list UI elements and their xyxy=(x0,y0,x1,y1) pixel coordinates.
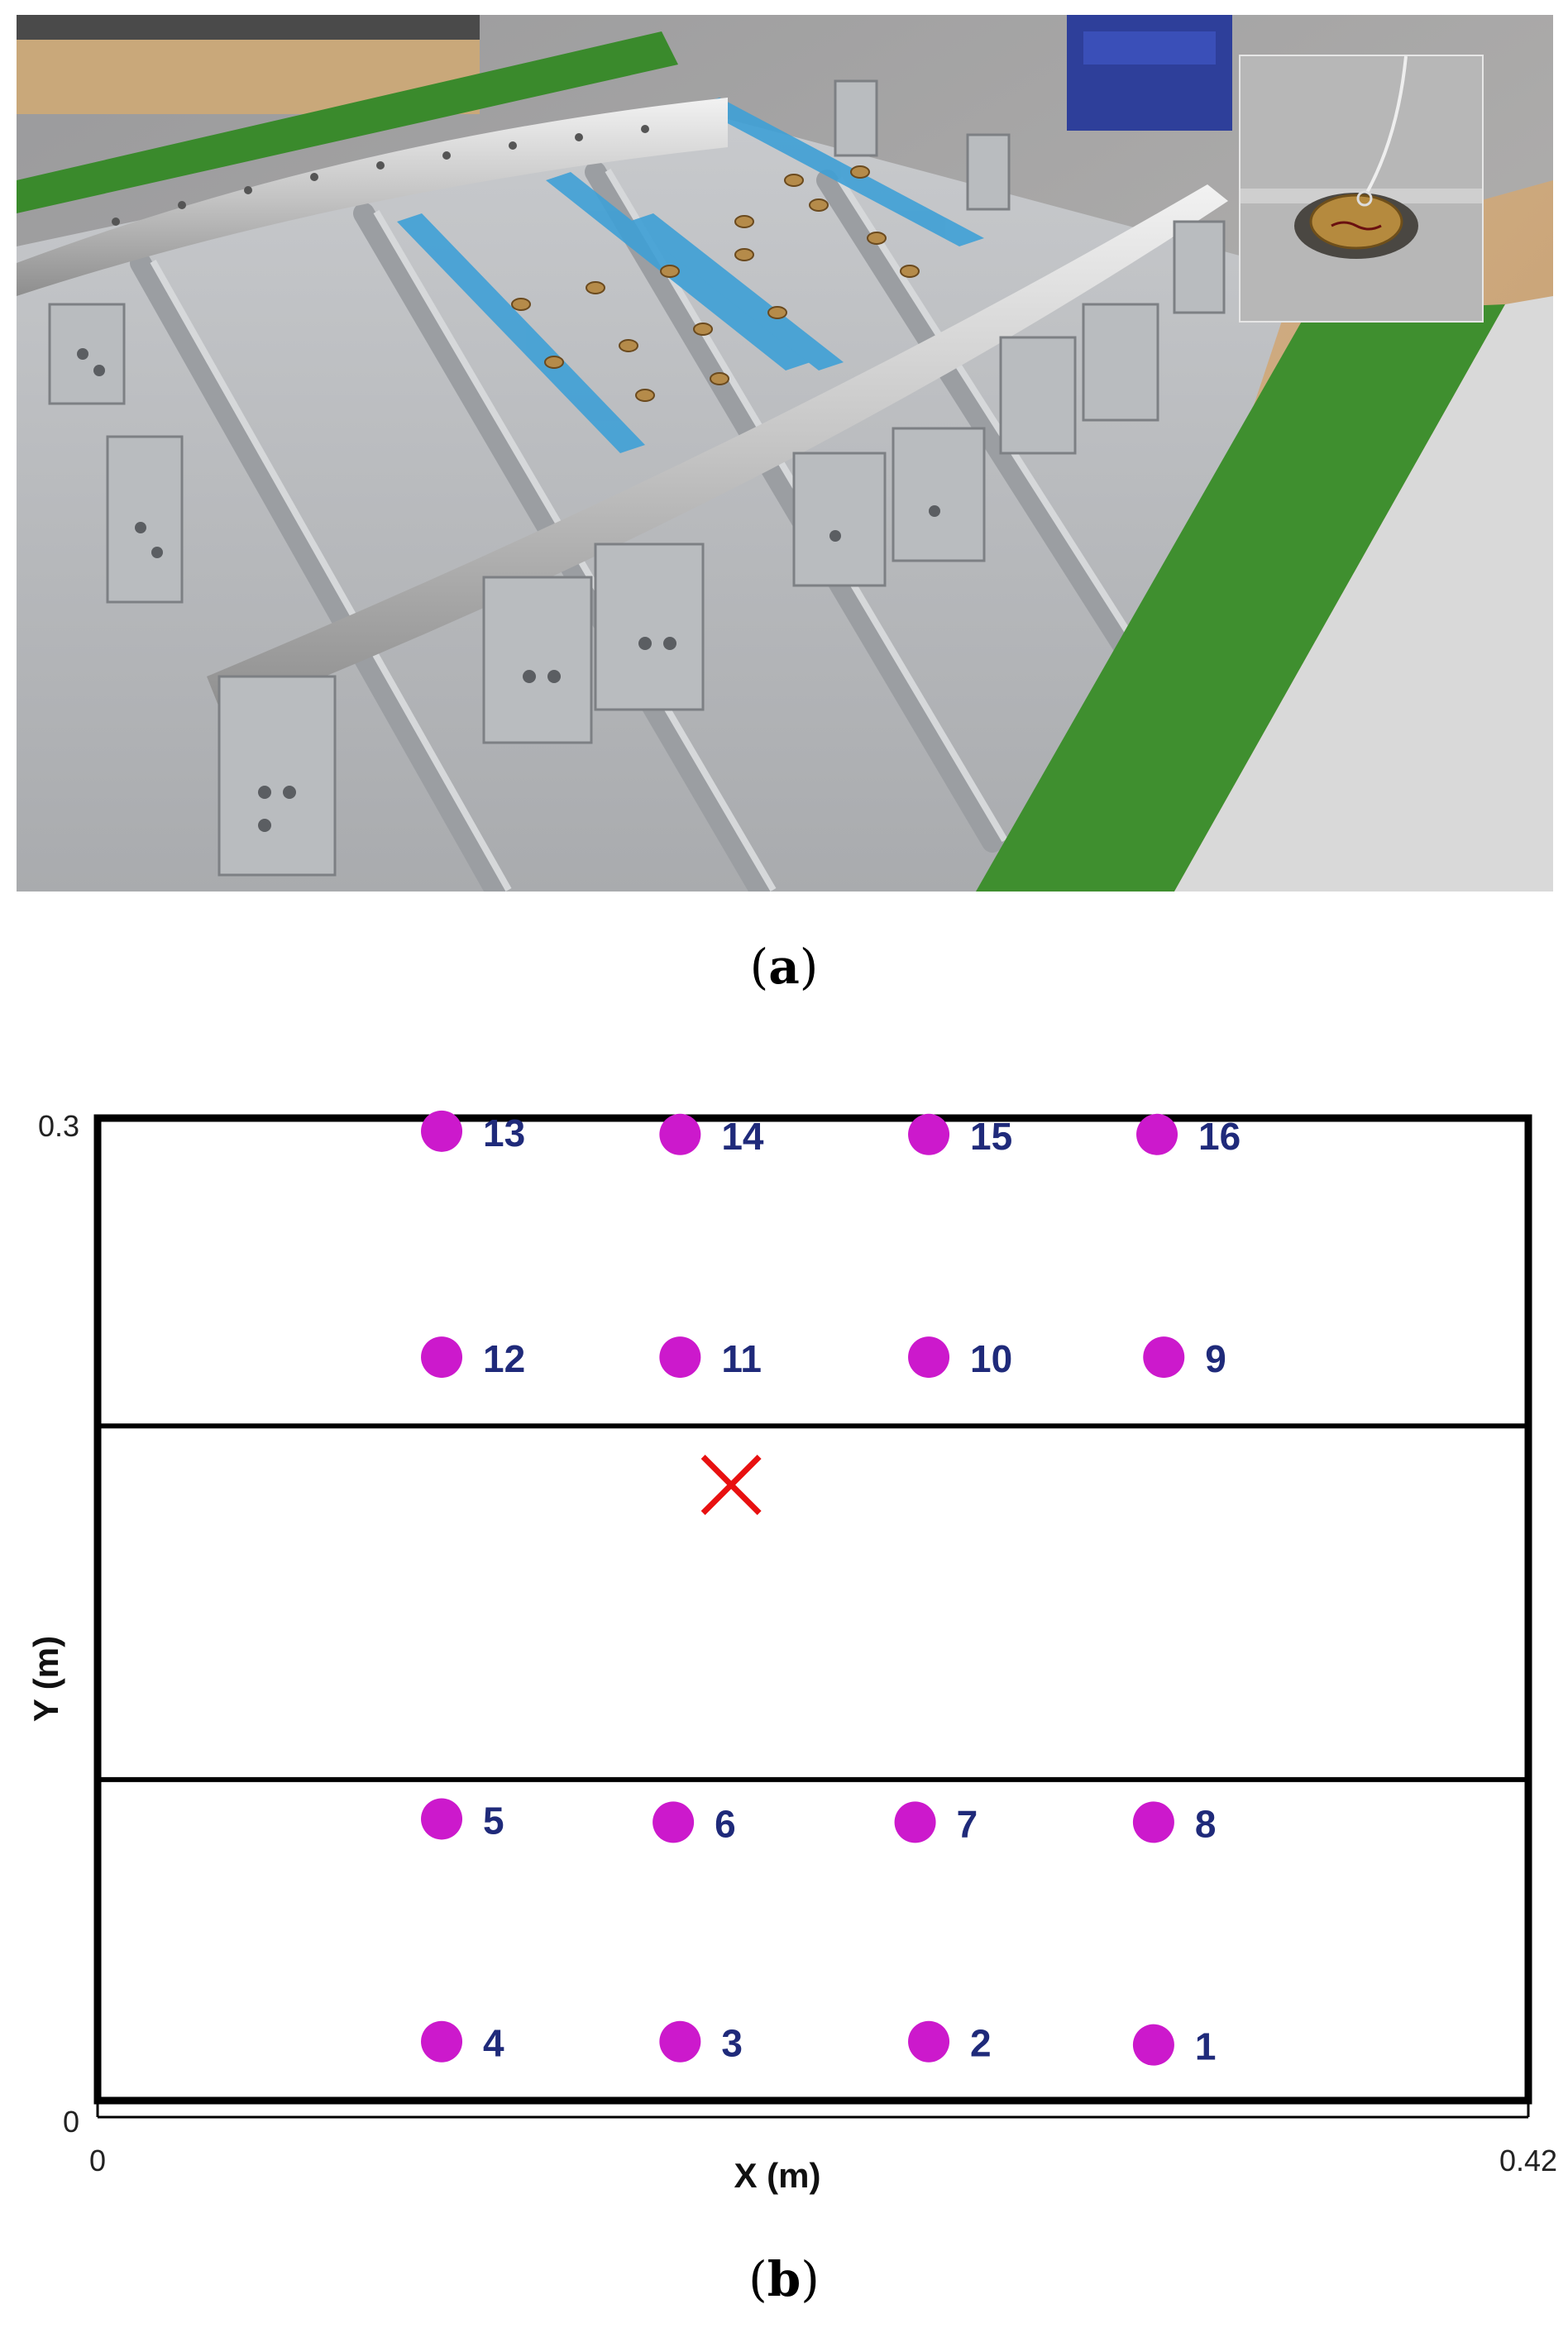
sensor-dot xyxy=(659,1113,701,1155)
sensor-label: 6 xyxy=(715,1802,736,1845)
sensor-label: 15 xyxy=(970,1115,1012,1158)
sensor-dot xyxy=(908,1336,950,1379)
sensor-9: 9 xyxy=(1143,1336,1226,1380)
sensor-label: 5 xyxy=(483,1799,504,1842)
sensor-15: 15 xyxy=(908,1113,1012,1158)
sensor-13: 13 xyxy=(421,1110,525,1154)
sensor-label: 8 xyxy=(1195,1802,1217,1845)
sensor-12: 12 xyxy=(421,1336,525,1380)
sensor-dot xyxy=(421,2020,463,2063)
sensor-label: 4 xyxy=(483,2022,504,2065)
y-tick-label: 0 xyxy=(63,2105,79,2139)
x-tick-label: 0 xyxy=(89,2144,106,2177)
sensor-dot xyxy=(908,2020,950,2063)
sensor-dot xyxy=(908,1113,950,1155)
sensor-dot xyxy=(653,1801,695,1843)
y-tick-label: 0.3 xyxy=(38,1109,79,1143)
stiffened-panel-photo xyxy=(17,15,1553,892)
sensor-dot xyxy=(421,1336,463,1379)
sensor-label: 16 xyxy=(1198,1115,1241,1158)
sensor-3: 3 xyxy=(659,2020,743,2065)
sensor-dot xyxy=(659,2020,701,2063)
sensor-label: 12 xyxy=(483,1337,525,1380)
sensor-16: 16 xyxy=(1136,1113,1241,1158)
sensor-5: 5 xyxy=(421,1798,504,1842)
panel-a-caption-letter: a xyxy=(768,939,800,995)
sensor-2: 2 xyxy=(908,2020,992,2065)
sensor-label: 7 xyxy=(957,1802,978,1845)
sensor-label: 10 xyxy=(970,1337,1012,1380)
sensor-dot xyxy=(659,1336,701,1379)
sensor-label: 11 xyxy=(721,1337,762,1380)
sensor-label: 2 xyxy=(970,2022,992,2065)
panel-a-caption: (a) xyxy=(749,939,819,995)
y-axis-title: Y (m) xyxy=(26,1636,65,1722)
piezo-sensor-closeup xyxy=(1239,55,1484,323)
sensor-dot xyxy=(1136,1113,1178,1155)
panel-border xyxy=(93,1114,1532,2105)
x-tick-label: 0.42 xyxy=(1499,2144,1557,2177)
impact-x-stroke xyxy=(700,1455,762,1515)
sensor-label: 13 xyxy=(483,1111,525,1154)
sensor-dot xyxy=(1143,1336,1185,1379)
x-axis-title: X (m) xyxy=(734,2156,821,2195)
sensor-dot xyxy=(421,1798,463,1840)
axis-ticks: 0 0.42 0 0.3 xyxy=(38,1109,1557,2177)
sensor-10: 10 xyxy=(908,1336,1012,1380)
closeup-illustration xyxy=(1241,56,1482,321)
panel-b-caption-letter: b xyxy=(767,2251,801,2307)
sensor-dot xyxy=(1132,1801,1174,1843)
sensor-dot xyxy=(421,1110,463,1152)
impact-marker xyxy=(700,1455,762,1515)
sensor-label: 14 xyxy=(721,1115,764,1158)
sensor-11: 11 xyxy=(659,1336,762,1380)
sensor-label: 3 xyxy=(721,2022,743,2065)
sensor-4: 4 xyxy=(421,2020,504,2065)
sensor-dot xyxy=(1132,2024,1174,2066)
panel-b-caption: (b) xyxy=(748,2251,820,2307)
sensor-14: 14 xyxy=(659,1113,764,1158)
sensor-dot xyxy=(894,1801,936,1843)
sensor-7: 7 xyxy=(894,1801,978,1845)
sensor-6: 6 xyxy=(653,1801,736,1845)
sensor-1: 1 xyxy=(1132,2024,1217,2068)
panel-outline xyxy=(93,1114,1532,2119)
sensor-label: 9 xyxy=(1205,1337,1226,1380)
sensor-label: 1 xyxy=(1195,2025,1217,2068)
sensor-8: 8 xyxy=(1132,1801,1217,1845)
